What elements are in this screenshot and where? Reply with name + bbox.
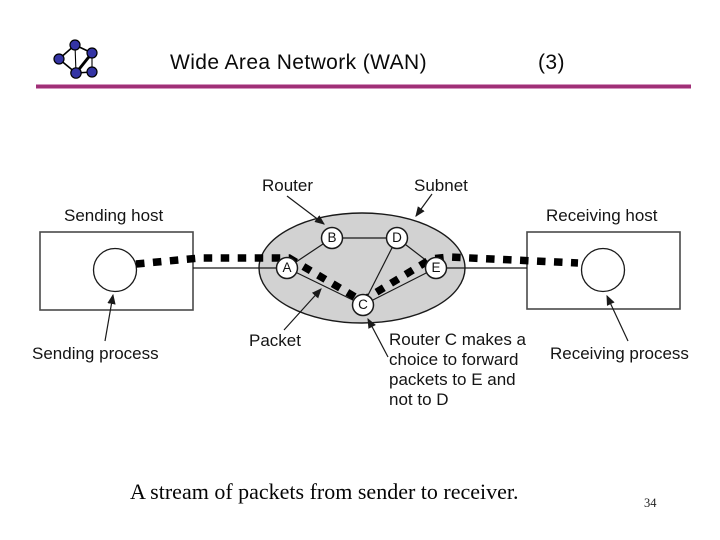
network-logo-icon (52, 38, 102, 84)
page-title: Wide Area Network (WAN) (170, 51, 427, 74)
router-node-label-c: C (358, 297, 368, 313)
router-c-note-arrow (367, 317, 389, 358)
sending-host-label: Sending host (64, 206, 164, 225)
receiving-process-circle (580, 247, 626, 293)
packet-arrow (283, 288, 322, 331)
packet-label: Packet (249, 331, 301, 350)
receiving-process-label: Receiving process (550, 344, 689, 363)
router-node-d (385, 226, 409, 250)
router-node-a (275, 256, 299, 280)
receiving-host-label: Receiving host (546, 206, 658, 225)
router-node-label-d: D (392, 230, 402, 246)
sending-process-label: Sending process (32, 344, 159, 363)
router-node-e (424, 256, 448, 280)
router-node-label-a: A (282, 260, 292, 276)
subnet-arrow (415, 193, 433, 217)
page-title-index: (3) (538, 51, 565, 74)
slide-caption: A stream of packets from sender to recei… (130, 479, 519, 504)
subnet-label: Subnet (414, 176, 468, 195)
router-node-label-b: B (327, 230, 337, 246)
page-number: 34 (644, 496, 657, 510)
router-node-b (320, 226, 344, 250)
router-c-note: Router C makes a choice to forward packe… (389, 330, 526, 409)
annotation-arrows (104, 193, 629, 358)
router-nodes (275, 226, 448, 317)
router-node-c (351, 293, 375, 317)
router-arrow (286, 195, 325, 225)
sending-host-box (39, 231, 194, 311)
sending-process-circle (92, 247, 138, 293)
router-label: Router (262, 176, 314, 195)
header-divider-rule (36, 84, 691, 89)
router-node-label-e: E (431, 260, 441, 276)
sending-process-arrow (104, 293, 116, 342)
receiving-process-arrow (606, 294, 629, 342)
